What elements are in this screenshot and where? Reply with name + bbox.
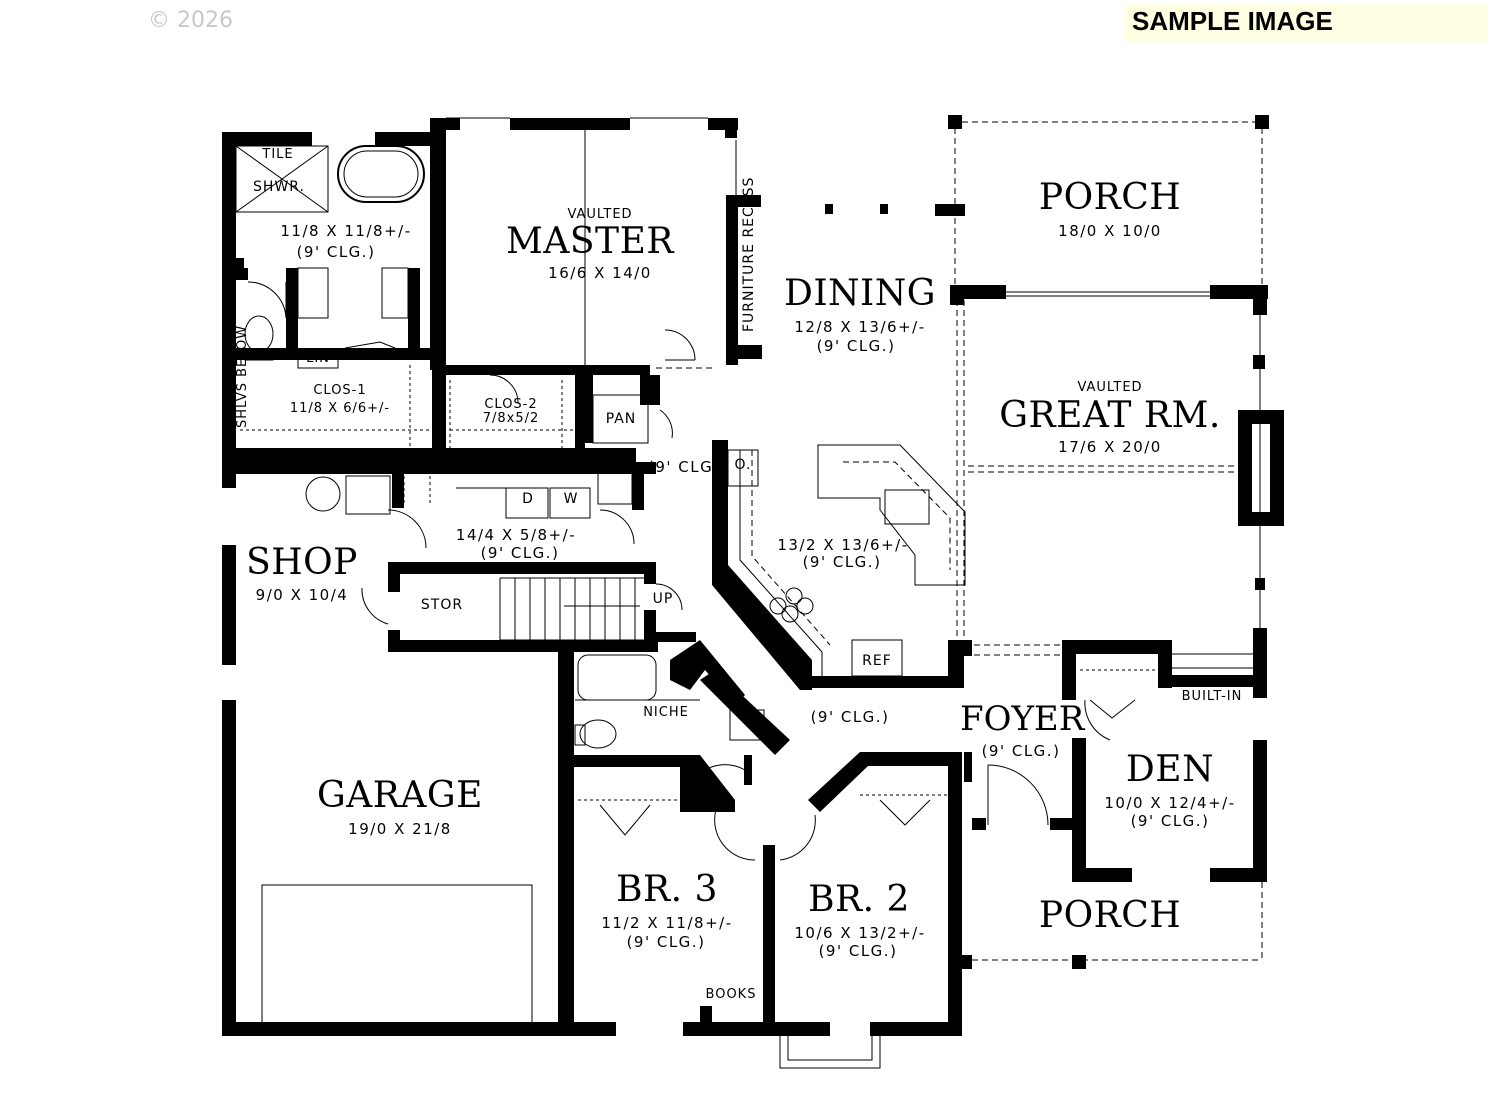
washer-label: W: [563, 491, 579, 507]
br3-name: BR. 3: [616, 869, 718, 910]
dining-ceiling: (9' CLG.): [816, 337, 896, 355]
br2-dims: 10/6 X 13/2+/-: [794, 924, 926, 942]
porch-top-dims: 18/0 X 10/0: [1058, 222, 1162, 240]
bath-dims: 11/8 X 11/8+/-: [280, 222, 412, 240]
refrigerator-label: REF: [862, 653, 892, 669]
garage-dims: 19/0 X 21/8: [348, 820, 452, 838]
linen-label: LIN: [306, 351, 330, 366]
br2-ceiling: (9' CLG.): [818, 942, 898, 960]
shop-name: SHOP: [246, 542, 358, 583]
bath-tile: TILE: [262, 147, 294, 162]
laundry-ceiling: (9' CLG.): [480, 544, 560, 562]
dryer-label: D: [522, 491, 534, 507]
light-lines: [235, 117, 1263, 1069]
foyer-name: FOYER: [960, 699, 1085, 739]
garage-name: GARAGE: [317, 775, 483, 816]
br2-name: BR. 2: [808, 879, 910, 920]
den-name: DEN: [1125, 749, 1215, 790]
books-label: BOOKS: [705, 987, 757, 1002]
great-vaulted: VAULTED: [1077, 380, 1143, 395]
stairs-up-label: UP: [652, 591, 674, 607]
br3-ceiling: (9' CLG.): [626, 933, 706, 951]
porch-front-name: PORCH: [1038, 895, 1182, 936]
bath-shower: SHWR.: [253, 179, 305, 195]
clos1-dims: 11/8 X 6/6+/-: [289, 401, 391, 416]
den-ceiling: (9' CLG.): [1130, 812, 1210, 830]
laundry-dims: 14/4 X 5/8+/-: [455, 526, 577, 544]
master-dims: 16/6 X 14/0: [548, 264, 652, 282]
shelves-below-label: SHLVS BELOW: [235, 324, 250, 428]
furniture-recess-label: FURNITURE RECESS: [741, 176, 757, 332]
great-dims: 17/6 X 20/0: [1058, 438, 1162, 456]
storage-label: STOR: [420, 597, 464, 613]
sample-image-label: SAMPLE IMAGE: [1124, 4, 1488, 42]
clos2-name: CLOS-2: [484, 397, 538, 412]
pantry-ceiling: (9' CLG.): [648, 458, 727, 476]
kitchen-dims: 13/2 X 13/6+/-: [777, 536, 909, 554]
porch-top-name: PORCH: [1038, 177, 1182, 218]
foyer-ceiling: (9' CLG.): [981, 742, 1061, 760]
shop-dims: 9/0 X 10/4: [255, 586, 349, 604]
dining-dims: 12/8 X 13/6+/-: [794, 318, 926, 336]
master-vaulted: VAULTED: [567, 207, 633, 222]
master-name: MASTER: [506, 221, 674, 262]
clos2-dims: 7/8x5/2: [482, 411, 540, 426]
pantry-name: PAN: [605, 411, 637, 427]
bath-ceiling: (9' CLG.): [296, 243, 376, 261]
copyright-text: © 2026: [148, 8, 233, 33]
dining-name: DINING: [783, 273, 937, 314]
niche-label: NICHE: [643, 705, 689, 720]
oven-label: O.: [734, 457, 752, 473]
hall-ceiling: (9' CLG.): [810, 708, 890, 726]
br3-dims: 11/2 X 11/8+/-: [601, 914, 733, 932]
great-name: GREAT RM.: [999, 395, 1221, 436]
built-in-label: BUILT-IN: [1181, 689, 1243, 704]
clos1-name: CLOS-1: [313, 383, 367, 398]
den-dims: 10/0 X 12/4+/-: [1104, 794, 1236, 812]
kitchen-ceiling: (9' CLG.): [802, 553, 882, 571]
